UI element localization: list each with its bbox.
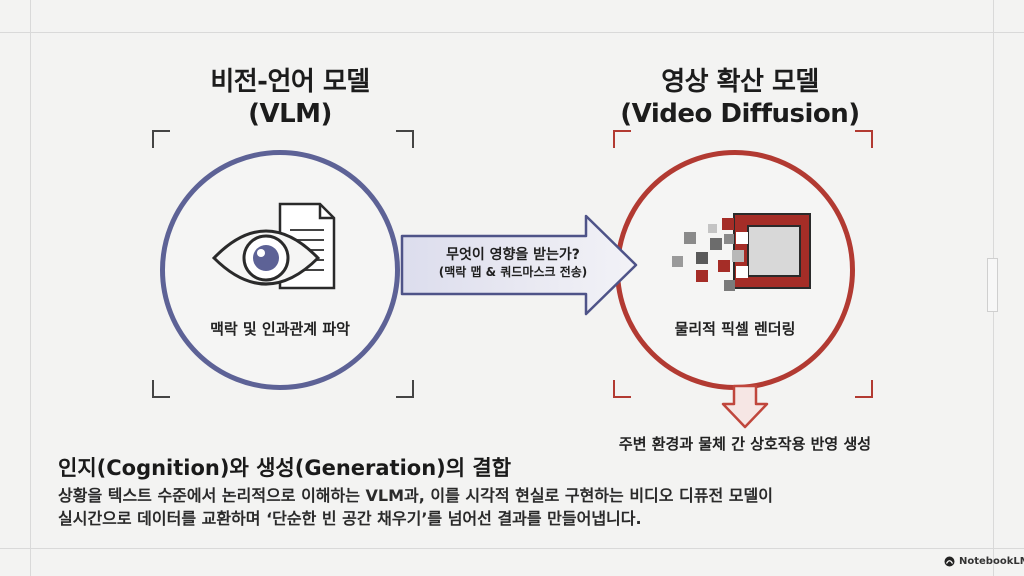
video-diffusion-caption: 물리적 픽셀 렌더링 — [674, 320, 796, 338]
left-bracket-br — [396, 380, 414, 398]
vlm-caption: 맥락 및 인과관계 파악 — [210, 320, 350, 338]
bottom-description: 상황을 텍스트 수준에서 논리적으로 이해하는 VLM과, 이를 시각적 현실로… — [58, 484, 958, 530]
bottom-description-line1: 상황을 텍스트 수준에서 논리적으로 이해하는 VLM과, 이를 시각적 현실로… — [58, 486, 773, 505]
right-bracket-bl — [613, 380, 631, 398]
context-transfer-arrow — [400, 214, 638, 316]
arrow-label-line2: (맥락 맵 & 쿼드마스크 전송) — [438, 265, 588, 279]
left-bracket-tr — [396, 130, 414, 148]
notebooklm-logo-icon — [944, 556, 955, 567]
pixel-render-icon — [672, 213, 811, 291]
right-bracket-tl — [613, 130, 631, 148]
vlm-title-line1: 비전-언어 모델 — [210, 67, 370, 97]
output-down-arrow — [721, 384, 769, 429]
frame-line-left — [30, 0, 31, 576]
vlm-title: 비전-언어 모델 (VLM) — [150, 66, 430, 130]
output-caption: 주변 환경과 물체 간 상호작용 반영 생성 — [618, 435, 872, 453]
bottom-description-line2: 실시간으로 데이터를 교환하며 ‘단순한 빈 공간 채우기’를 넘어선 결과를 … — [58, 509, 642, 528]
frame-line-top — [0, 32, 1024, 33]
frame-line-bottom — [0, 548, 1024, 549]
video-diffusion-title-line1: 영상 확산 모델 — [661, 67, 819, 97]
left-bracket-bl — [152, 380, 170, 398]
arrow-label: 무엇이 영향을 받는가? (맥락 맵 & 쿼드마스크 전송) — [408, 246, 618, 280]
arrow-label-line1: 무엇이 영향을 받는가? — [446, 247, 580, 263]
video-diffusion-title-line2: (Video Diffusion) — [620, 99, 860, 129]
left-bracket-tl — [152, 130, 170, 148]
notebooklm-brand: NotebookLM — [944, 556, 1024, 567]
right-bracket-tr — [855, 130, 873, 148]
eye-document-icon — [211, 202, 336, 290]
eye-icon — [211, 229, 321, 286]
edge-ruler-mark — [987, 258, 998, 312]
video-diffusion-title: 영상 확산 모델 (Video Diffusion) — [600, 66, 880, 130]
brand-name: NotebookLM — [959, 556, 1024, 567]
vlm-title-line2: (VLM) — [248, 99, 332, 129]
bottom-heading: 인지(Cognition)와 생성(Generation)의 결합 — [58, 456, 512, 480]
right-bracket-br — [855, 380, 873, 398]
